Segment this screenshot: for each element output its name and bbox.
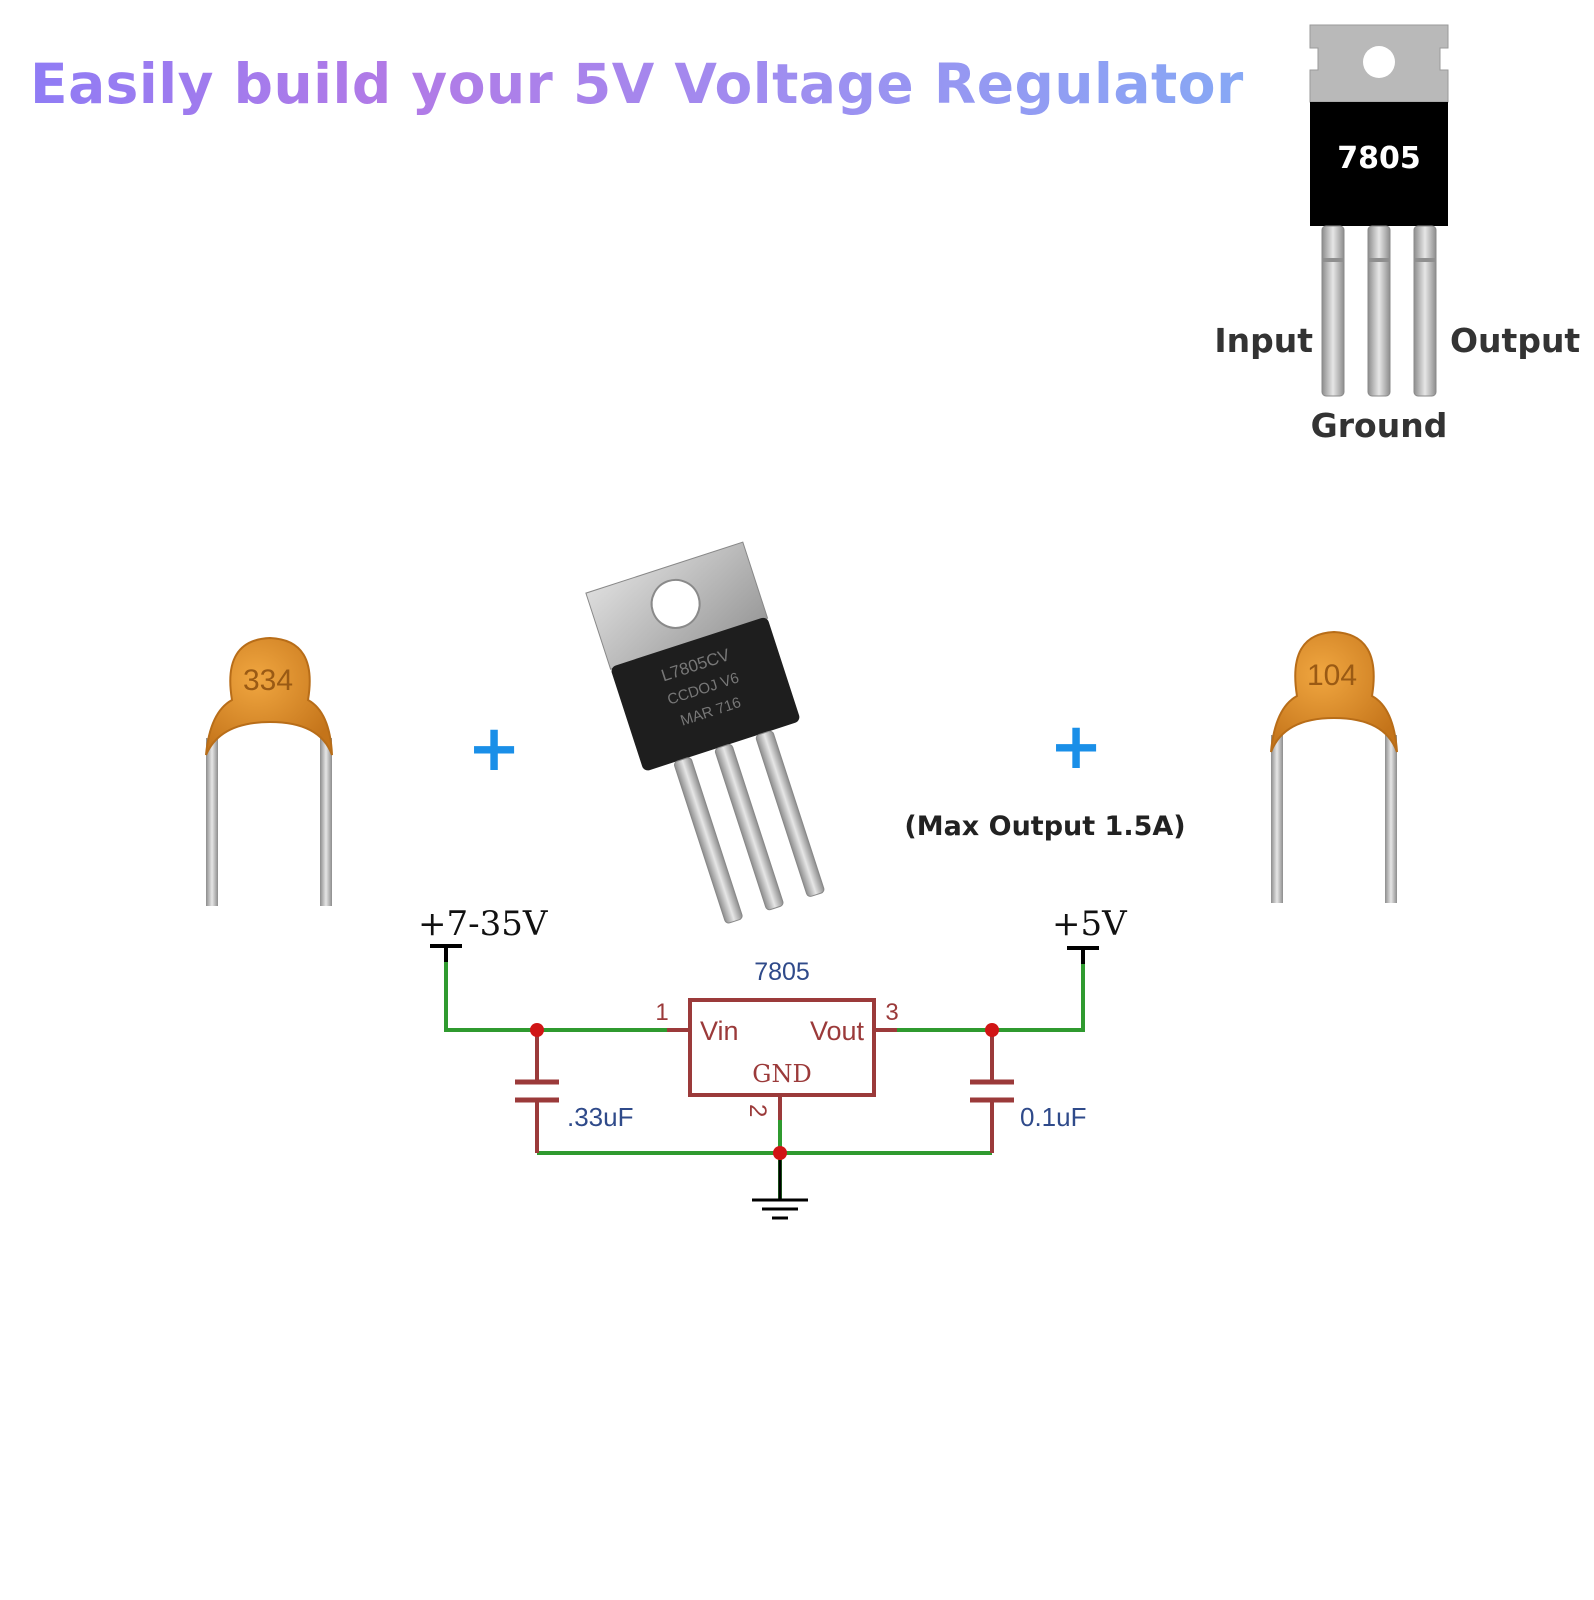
ic-label: 7805 xyxy=(754,958,810,986)
pinout-ground-label: Ground xyxy=(1311,406,1448,445)
pinout-leads xyxy=(1321,225,1437,397)
junction-gnd xyxy=(773,1146,787,1160)
cap-in-value: .33uF xyxy=(567,1102,634,1132)
gnd-pin-label: GND xyxy=(752,1060,811,1088)
pin2-number: 2 xyxy=(744,1104,771,1117)
pinout-diagram: 7805 Input Output Ground xyxy=(1214,24,1580,445)
diagram-title: Easily build your 5V Voltage Regulator xyxy=(30,52,1244,116)
output-cap-lead-left xyxy=(1271,735,1283,903)
cap-out-value: 0.1uF xyxy=(1020,1102,1087,1132)
pinout-lead-ground xyxy=(1367,225,1391,397)
junction-vout xyxy=(985,1023,999,1037)
input-capacitor-photo: 334 xyxy=(205,636,333,906)
output-cap-code: 104 xyxy=(1307,659,1357,692)
pin3-number: 3 xyxy=(885,999,898,1026)
cap-out-symbol xyxy=(970,1079,1014,1103)
pin1-number: 1 xyxy=(655,999,668,1026)
regulator-photo-hole xyxy=(650,578,701,629)
vout-label: +5V xyxy=(1052,904,1128,944)
plus-sign-right: + xyxy=(1049,710,1103,784)
regulator-photo-lead-3 xyxy=(755,730,825,897)
output-cap-lead-right xyxy=(1385,735,1397,903)
input-cap-code: 334 xyxy=(243,664,293,697)
wire-vin xyxy=(444,946,667,1032)
max-output-label: (Max Output 1.5A) xyxy=(904,811,1185,842)
regulator-photo-lead-2 xyxy=(714,744,784,911)
ic-7805-box xyxy=(688,998,876,1097)
input-cap-lead-left xyxy=(206,738,218,906)
pinout-lead-input xyxy=(1321,225,1345,397)
pinout-lead-output xyxy=(1413,225,1437,397)
pinout-input-label: Input xyxy=(1214,321,1313,360)
plus-sign-left: + xyxy=(467,712,521,786)
pinout-part-label: 7805 xyxy=(1337,141,1421,176)
output-cap-body xyxy=(1270,630,1398,753)
regulator-photo: L7805CV CCDOJ V6 MAR 716 xyxy=(585,541,825,924)
vin-label: +7-35V xyxy=(418,904,549,944)
pinout-output-label: Output xyxy=(1450,321,1580,360)
vin-pin-label: Vin xyxy=(700,1016,739,1046)
regulator-photo-lead-1 xyxy=(674,757,743,924)
pinout-mounting-hole xyxy=(1363,46,1395,78)
wire-vout xyxy=(897,948,1085,1032)
cap-in-symbol xyxy=(515,1079,559,1103)
input-cap-lead-right xyxy=(320,738,332,906)
ground-symbol xyxy=(752,1160,808,1220)
schematic: +7-35V +5V 7805 1 3 2 Vin Vout GND .33uF… xyxy=(418,904,1128,1220)
schematic-pins xyxy=(535,1028,994,1153)
pinout-body xyxy=(1310,102,1448,226)
input-cap-body xyxy=(205,636,333,756)
regulator-photo-body xyxy=(611,617,800,771)
junction-vin xyxy=(530,1023,544,1037)
vout-pin-label: Vout xyxy=(810,1016,865,1046)
output-capacitor-photo: 104 xyxy=(1270,630,1398,903)
